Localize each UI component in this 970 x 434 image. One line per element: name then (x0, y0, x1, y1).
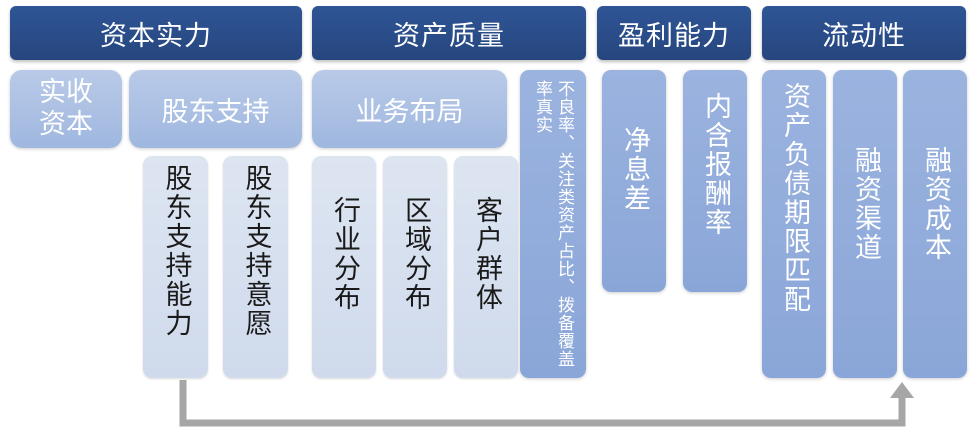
financing-cost-label: 融资成本 (920, 146, 951, 262)
header-asset-quality: 资产质量 (312, 6, 586, 60)
header-capital-label: 资本实力 (100, 20, 212, 52)
region-distribution-label: 区域分布 (400, 196, 431, 312)
shareholder-support-label: 股东支持 (161, 96, 270, 128)
internal-return-box: 内含报酬率 (683, 70, 747, 292)
industry-distribution-label: 行业分布 (329, 196, 360, 312)
net-interest-margin-box: 净息差 (602, 70, 666, 292)
header-assets-label: 资产质量 (393, 20, 505, 52)
business-layout-label: 业务布局 (355, 96, 464, 128)
arrow-head-icon (890, 382, 914, 398)
connector-line (179, 380, 906, 427)
shareholder-ability-box: 股东支持能力 (143, 156, 208, 378)
industry-distribution-box: 行业分布 (312, 156, 376, 378)
financing-channel-label: 融资渠道 (850, 146, 881, 262)
paid-in-capital-box: 实收 资本 (10, 70, 122, 148)
header-liquidity: 流动性 (762, 6, 966, 60)
internal-return-label: 内含报酬率 (700, 92, 731, 237)
paid-in-capital-line2: 资本 (39, 109, 93, 140)
region-distribution-box: 区域分布 (383, 156, 447, 378)
header-capital-strength: 资本实力 (10, 6, 302, 60)
business-layout-box: 业务布局 (312, 70, 507, 148)
asset-quality-metrics-box: 不良率、关注类资产占比、拨备覆盖率真实 (520, 70, 586, 378)
customer-group-box: 客户群体 (454, 156, 518, 378)
shareholder-support-box: 股东支持 (129, 70, 302, 148)
financing-channel-box: 融资渠道 (833, 70, 897, 378)
header-profitability: 盈利能力 (597, 6, 751, 60)
net-interest-margin-label: 净息差 (619, 126, 650, 213)
customer-group-label: 客户群体 (471, 196, 502, 312)
shareholder-willingness-label: 股东支持意愿 (240, 164, 272, 338)
header-liquidity-label: 流动性 (822, 20, 906, 52)
shareholder-ability-label: 股东支持能力 (160, 164, 192, 338)
shareholder-willingness-box: 股东支持意愿 (223, 156, 288, 378)
header-profit-label: 盈利能力 (618, 20, 730, 52)
paid-in-capital-line1: 实收 (39, 77, 93, 108)
asset-liability-maturity-label: 资产负债期限匹配 (779, 82, 810, 314)
financing-cost-box: 融资成本 (903, 70, 967, 378)
asset-liability-maturity-box: 资产负债期限匹配 (762, 70, 826, 378)
asset-quality-metrics-label: 不良率、关注类资产占比、拨备覆盖率真实 (532, 80, 574, 368)
